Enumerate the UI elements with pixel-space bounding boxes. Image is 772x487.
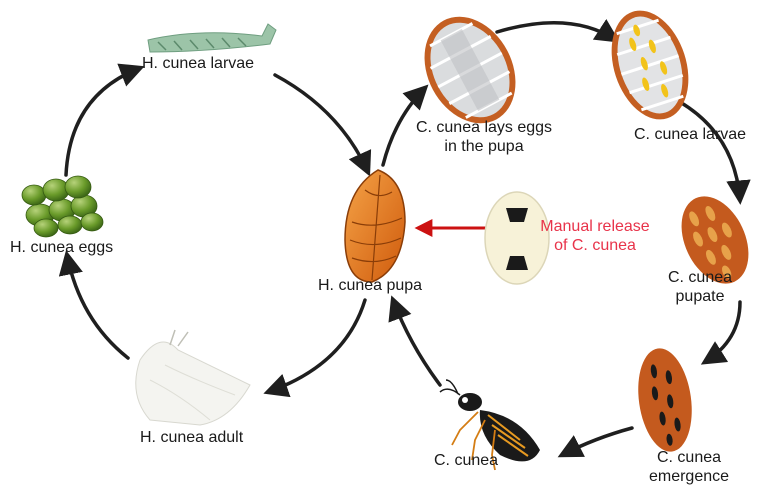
label-c-cunea-pupate: C. cunea pupate [650, 268, 750, 306]
arrow-wasp-to-pupa [393, 300, 440, 385]
label-h-cunea-pupa: H. cunea pupa [318, 276, 422, 295]
label-c-cunea-emergence-line1: C. cunea [634, 448, 744, 467]
egg-cluster-icon [22, 176, 103, 237]
arrow-adult-to-eggs [67, 255, 128, 358]
label-h-cunea-adult: H. cunea adult [140, 428, 243, 447]
arrow-laying-to-larvae [497, 23, 616, 40]
arrow-larvae-to-pupa [275, 75, 368, 172]
larvae-in-pupa-icon [598, 1, 701, 130]
label-c-cunea-emergence-line2: emergence [634, 467, 744, 486]
pupa-icon [345, 170, 405, 282]
arrow-emergence-to-wasp [562, 428, 632, 455]
arrow-eggs-to-larvae [66, 68, 140, 175]
label-c-cunea-pupate-line2: pupate [650, 287, 750, 306]
larva-icon [148, 24, 276, 52]
emergence-icon [632, 345, 698, 455]
label-h-cunea-eggs: H. cunea eggs [10, 238, 113, 257]
moth-icon [136, 330, 250, 425]
arrow-pupa-to-adult [268, 300, 365, 392]
label-c-cunea-lays-eggs: C. cunea lays eggs in the pupa [404, 118, 564, 156]
label-manual-release-line2: of C. cunea [530, 236, 660, 255]
label-manual-release: Manual release of C. cunea [530, 217, 660, 255]
label-h-cunea-larvae: H. cunea larvae [142, 54, 254, 73]
label-c-cunea-emergence: C. cunea emergence [634, 448, 744, 486]
label-c-cunea-pupate-line1: C. cunea [650, 268, 750, 287]
label-c-cunea-lays-line1: C. cunea lays eggs [404, 118, 564, 137]
label-c-cunea-larvae: C. cunea larvae [634, 125, 746, 144]
label-c-cunea-lays-line2: in the pupa [404, 137, 564, 156]
arrow-larvae-to-pupate [680, 102, 740, 200]
label-manual-release-line1: Manual release [530, 217, 660, 236]
arrow-pupate-to-emergence [705, 302, 740, 362]
label-c-cunea: C. cunea [434, 451, 498, 470]
